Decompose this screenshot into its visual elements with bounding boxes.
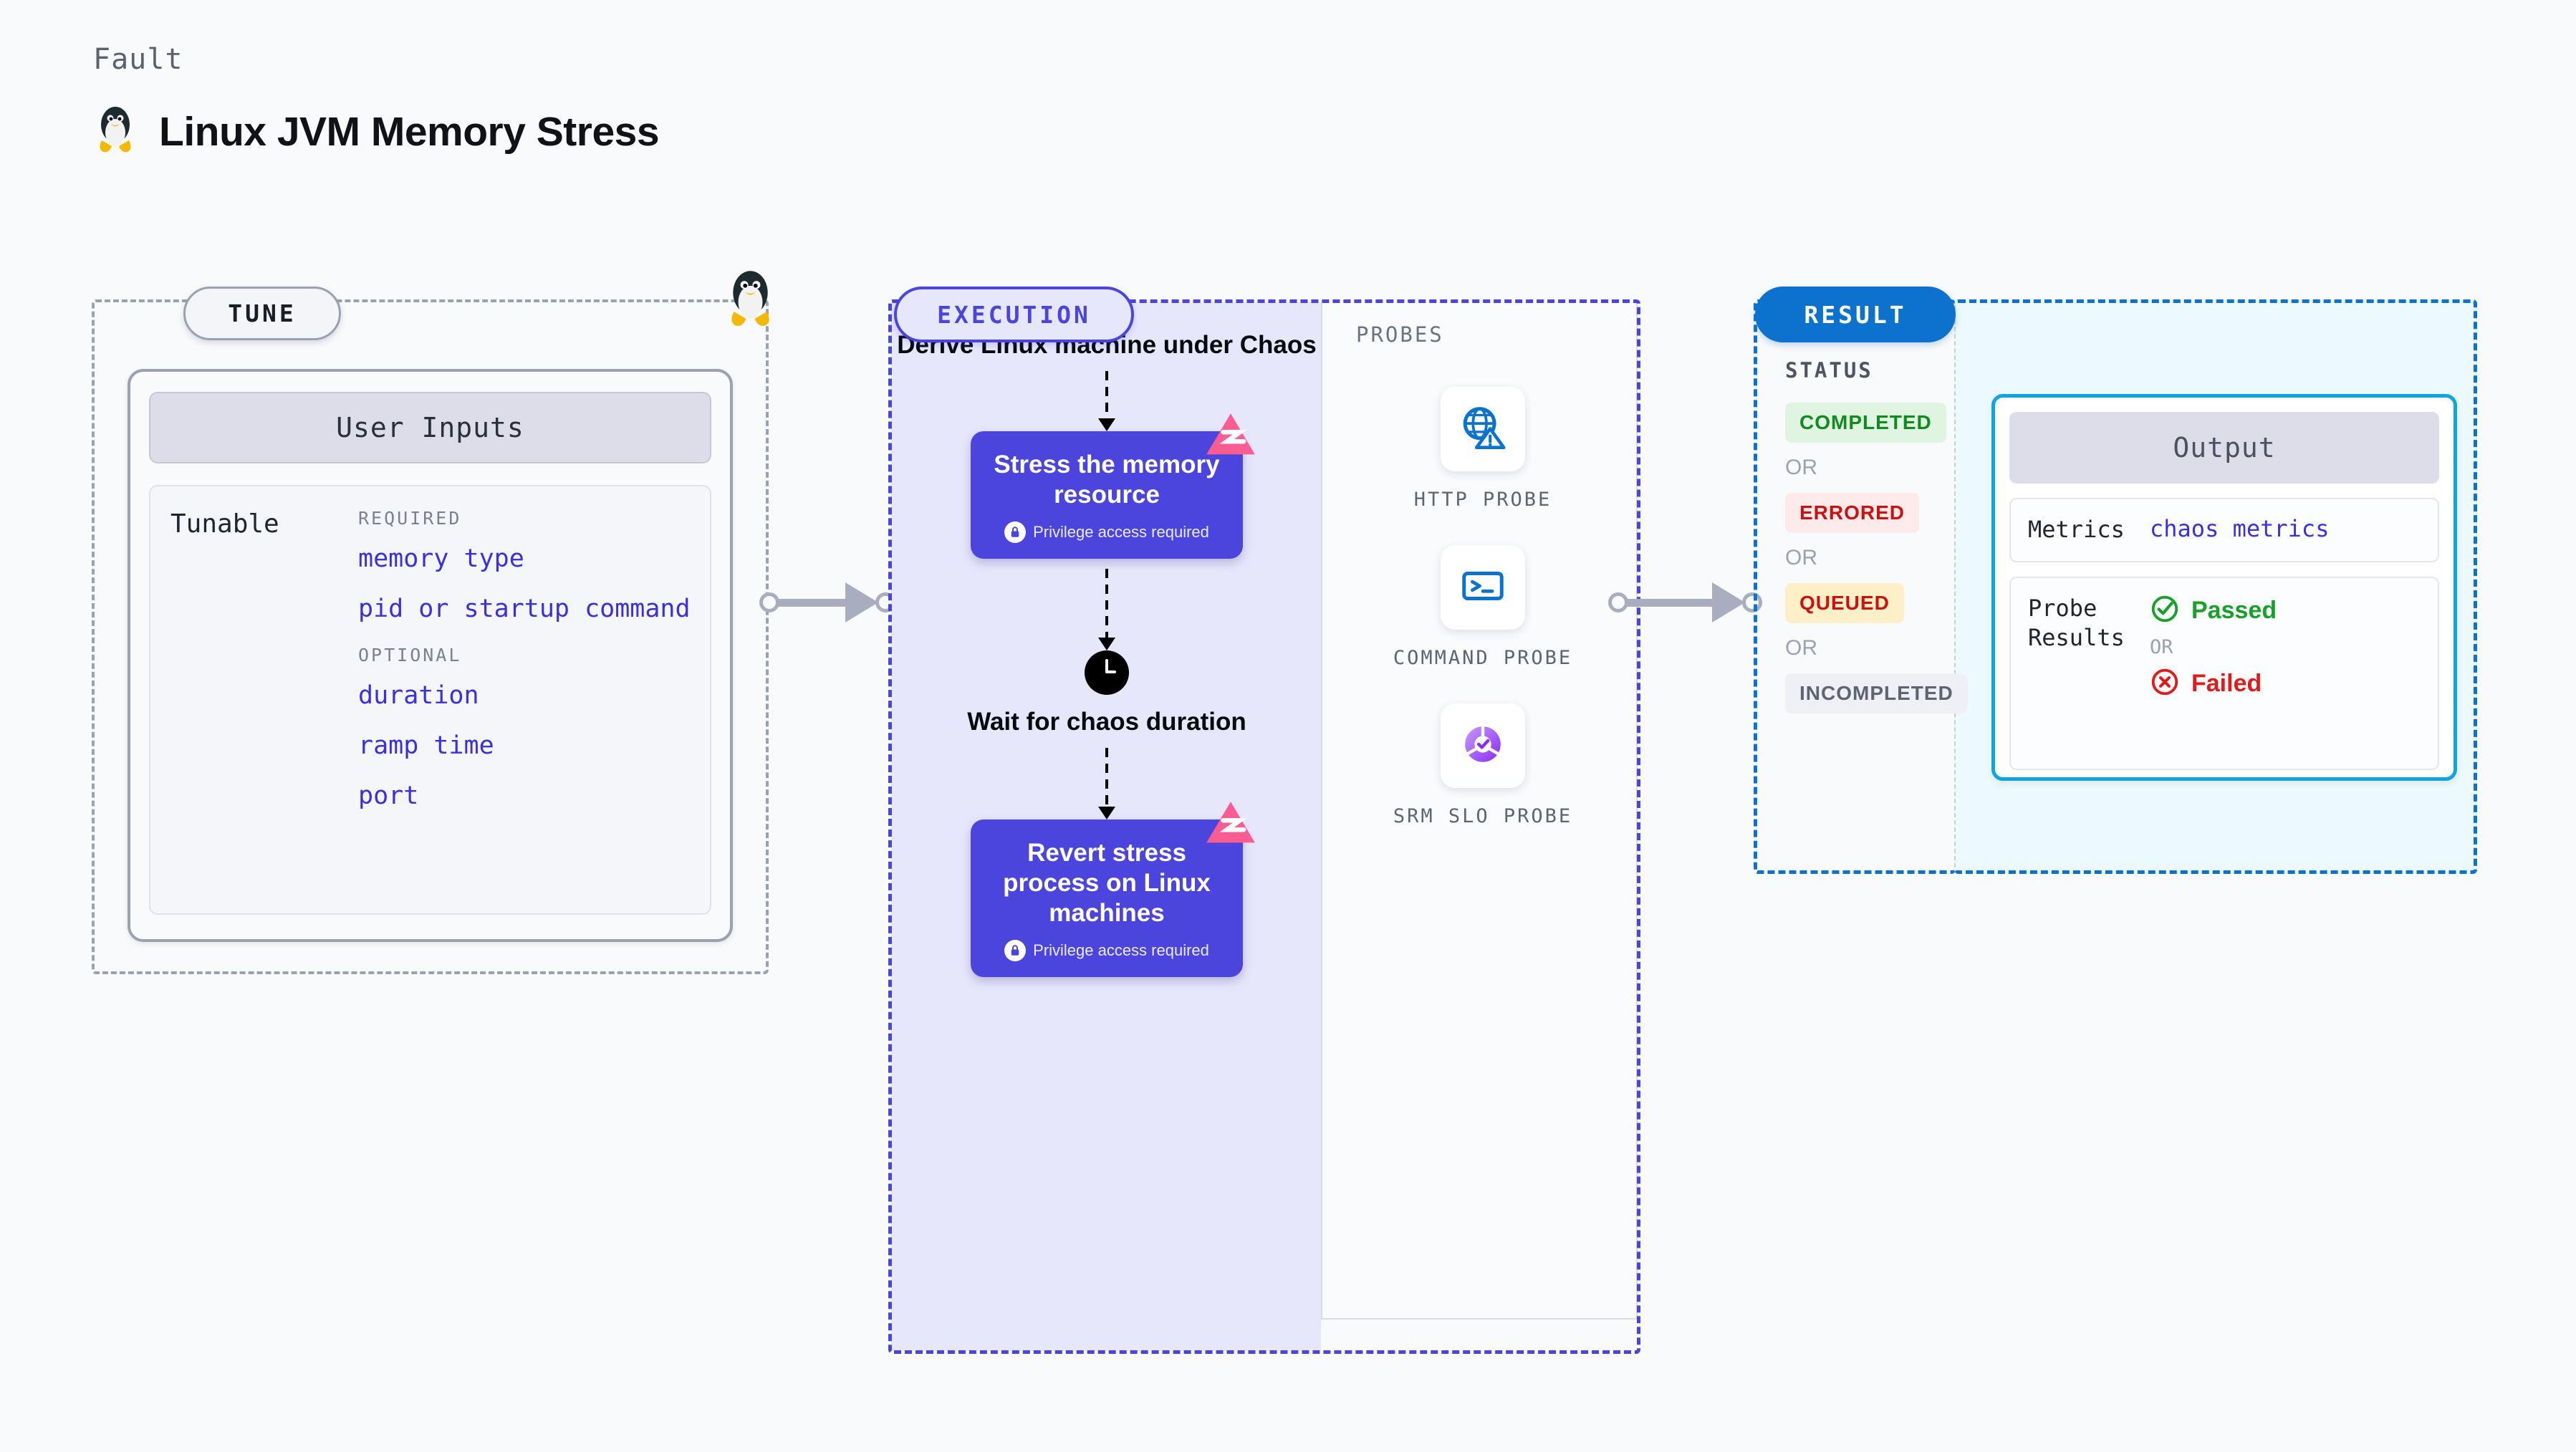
tune-dashed-border — [92, 299, 769, 974]
fault-kicker: Fault — [93, 43, 183, 76]
execution-step-wait-label: Wait for chaos duration — [967, 707, 1246, 736]
probe-label: COMMAND PROBE — [1393, 647, 1573, 670]
tunable-item-pid-or-startup-command[interactable]: pid or startup command — [358, 595, 691, 623]
lock-icon — [1004, 939, 1027, 961]
close-circle-icon — [2150, 667, 2180, 701]
or-label: OR — [1785, 636, 1817, 660]
chaos-ribbon-icon — [1203, 798, 1259, 854]
tunable-list: REQUIRED memory type pid or startup comm… — [358, 508, 710, 810]
user-inputs-title: User Inputs — [149, 392, 711, 463]
tunable-item-duration[interactable]: duration — [358, 681, 479, 710]
output-title: Output — [2009, 412, 2439, 484]
or-label: OR — [2150, 635, 2173, 658]
status-badge-queued: QUEUED — [1785, 583, 1904, 623]
connector-line — [1618, 599, 1736, 607]
flow-arrow-icon — [1098, 568, 1115, 650]
privilege-note-label: Privilege access required — [1033, 522, 1209, 541]
status-badge-errored: ERRORED — [1785, 493, 1920, 533]
probe-label: HTTP PROBE — [1413, 489, 1552, 511]
fault-title-row: Linux JVM Memory Stress — [93, 103, 660, 160]
output-metrics-value[interactable]: chaos metrics — [2150, 515, 2330, 542]
flow-arrow-icon — [1098, 747, 1115, 819]
connector-start-dot — [759, 592, 779, 612]
probe-result-failed-label: Failed — [2191, 669, 2262, 697]
execution-card-title: Stress the memory resource — [994, 450, 1220, 509]
slo-check-icon — [1458, 719, 1508, 773]
chaos-ribbon-icon — [1203, 410, 1259, 466]
privilege-note: Privilege access required — [985, 939, 1229, 961]
tune-badge[interactable]: TUNE — [183, 287, 341, 340]
status-column: STATUS COMPLETED OR ERRORED OR QUEUED OR… — [1785, 358, 1968, 713]
flow-arrow-icon — [1098, 370, 1115, 431]
execution-card-revert-stress[interactable]: Revert stress process on Linux machines … — [971, 801, 1255, 977]
globe-warning-icon — [1458, 403, 1508, 456]
tunable-label: Tunable — [170, 509, 279, 539]
tunable-item-ramp-time[interactable]: ramp time — [358, 731, 494, 760]
execution-card-stress-memory[interactable]: Stress the memory resource Privilege acc… — [971, 413, 1255, 559]
status-badge-completed: COMPLETED — [1785, 403, 1946, 443]
connector-line — [769, 599, 870, 607]
tunable-item-memory-type[interactable]: memory type — [358, 544, 524, 573]
terminal-icon — [1458, 561, 1508, 615]
probe-results-values: Passed OR Failed — [2150, 594, 2277, 701]
connector-execution-to-result — [1608, 577, 1762, 627]
probe-item-http[interactable]: HTTP PROBE — [1414, 387, 1552, 512]
probe-item-command[interactable]: COMMAND PROBE — [1393, 545, 1572, 670]
probe-label: SRM SLO PROBE — [1393, 805, 1573, 828]
execution-card-title: Revert stress process on Linux machines — [1003, 838, 1211, 927]
lock-icon — [1004, 521, 1027, 543]
tunable-item-port[interactable]: port — [358, 782, 419, 810]
tux-penguin-icon — [724, 266, 777, 331]
connector-start-dot — [1608, 592, 1628, 612]
tunable-body: Tunable REQUIRED memory type pid or star… — [149, 485, 711, 915]
output-metrics-key: Metrics — [2028, 516, 2125, 543]
connector-end-dot — [1742, 592, 1762, 612]
output-probe-key: Probe Results — [2028, 594, 2125, 652]
output-row-metrics: Metrics chaos metrics — [2009, 498, 2439, 562]
user-inputs-card: User Inputs Tunable REQUIRED memory type… — [128, 369, 733, 942]
probe-tile — [1441, 387, 1525, 471]
page-header: Fault Linux JVM Memory Stress — [93, 43, 660, 160]
probe-tile — [1440, 703, 1525, 789]
or-label: OR — [1785, 456, 1817, 479]
or-label: OR — [1785, 546, 1817, 569]
probe-tile — [1440, 545, 1525, 630]
connector-tune-to-execution — [759, 577, 895, 627]
probe-result-passed: Passed — [2150, 594, 2277, 628]
output-row-probe-results: Probe Results Passed OR — [2009, 576, 2439, 770]
probes-list: HTTP PROBE COMMAND PROBE — [1365, 387, 1601, 829]
connector-arrowhead — [845, 582, 878, 622]
connector-arrowhead — [1712, 582, 1745, 622]
probes-title: PROBES — [1356, 322, 1444, 347]
probe-result-failed: Failed — [2150, 667, 2277, 701]
tune-region: TUNE — [92, 287, 769, 974]
clock-icon — [1085, 650, 1129, 695]
output-card: Output Metrics chaos metrics Probe Resul… — [1991, 394, 2457, 781]
probes-fill — [1321, 302, 1638, 1319]
tunable-group-required-label: REQUIRED — [358, 508, 462, 529]
privilege-note: Privilege access required — [985, 521, 1229, 543]
probe-result-passed-label: Passed — [2191, 596, 2277, 624]
tunable-group-optional-label: OPTIONAL — [358, 645, 462, 665]
execution-dashed-border — [888, 299, 1640, 1354]
privilege-note-label: Privilege access required — [1033, 941, 1209, 959]
probe-item-srm-slo[interactable]: SRM SLO PROBE — [1393, 703, 1572, 829]
execution-badge[interactable]: EXECUTION — [894, 287, 1134, 342]
page-title: Linux JVM Memory Stress — [159, 108, 660, 155]
result-badge[interactable]: RESULT — [1755, 287, 1956, 342]
execution-flow: Derive Linux machine under Chaos Stress … — [892, 330, 1322, 977]
status-title: STATUS — [1785, 358, 1873, 383]
status-badge-incompleted: INCOMPLETED — [1785, 673, 1968, 713]
check-circle-icon — [2150, 594, 2180, 628]
tux-penguin-icon — [93, 103, 138, 160]
